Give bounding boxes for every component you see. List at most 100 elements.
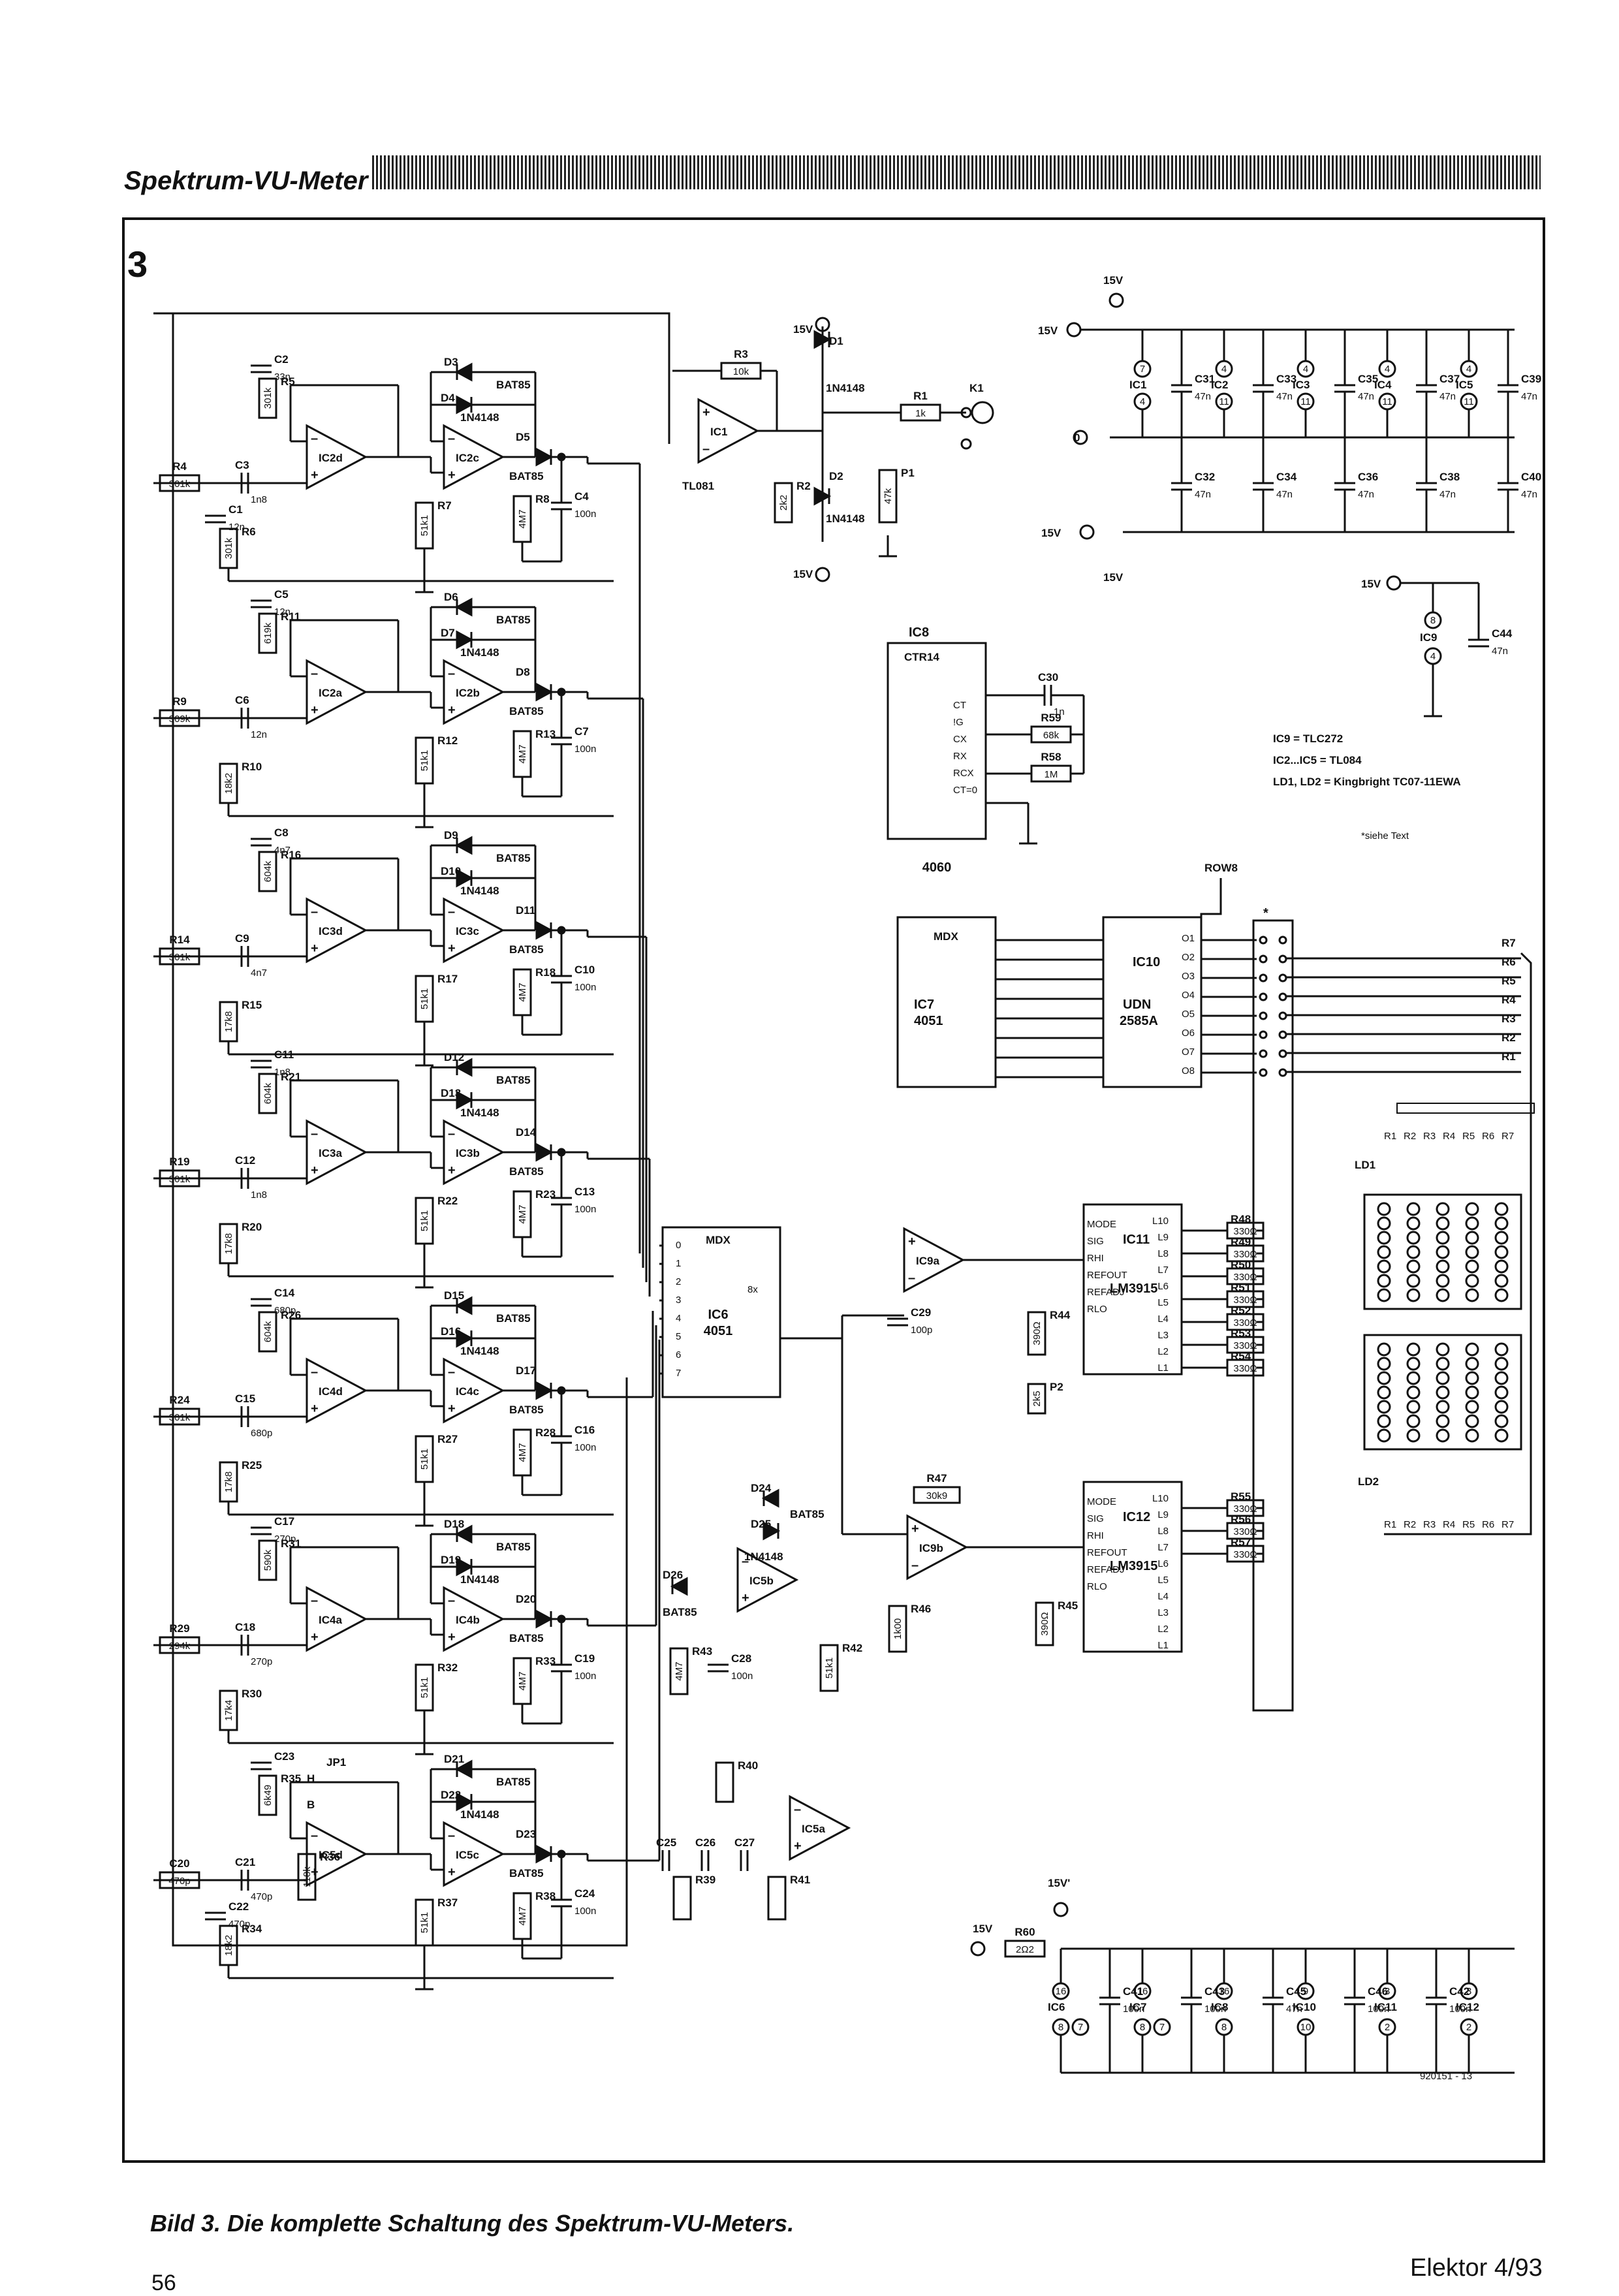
- diode-type: BAT85: [496, 614, 531, 626]
- resistor-name: R35: [281, 1772, 301, 1785]
- capacitor-value: 100n: [574, 744, 596, 755]
- led-dot: [1465, 1274, 1479, 1288]
- diode: [454, 1296, 473, 1315]
- opamp-sign: –: [794, 1802, 801, 1817]
- diode-type: BAT85: [496, 1776, 531, 1788]
- resistor-value: 301k: [169, 952, 191, 963]
- capacitor-value: 47n: [1358, 391, 1374, 402]
- capacitor-value: 680p: [251, 1428, 272, 1439]
- jp1-h: H: [307, 1772, 315, 1785]
- opamp-name: IC2b: [456, 687, 480, 699]
- ic10-part-2: 2585A: [1120, 1014, 1158, 1028]
- resistor: [878, 469, 898, 524]
- led-dot: [1494, 1231, 1509, 1245]
- lm-pin: REFADJ: [1087, 1287, 1125, 1298]
- led-dot: [1465, 1385, 1479, 1400]
- resistor-value: 18k2: [223, 773, 234, 794]
- led-dot: [1436, 1274, 1450, 1288]
- capacitor-name: C40: [1521, 471, 1541, 483]
- opamp-sign: –: [911, 1558, 919, 1573]
- terminal: [960, 438, 972, 450]
- diode-type: 1N4148: [460, 411, 499, 424]
- d26-type: BAT85: [663, 1606, 697, 1618]
- ic8-part: 4060: [922, 860, 952, 875]
- ic10-output: O7: [1182, 1046, 1195, 1058]
- led-dot: [1494, 1288, 1509, 1302]
- resistor-value: 51k1: [419, 988, 430, 1010]
- resistor-name: R1: [913, 390, 928, 402]
- ic10-output: O5: [1182, 1009, 1195, 1020]
- resistor-value: 330Ω: [1233, 1272, 1257, 1283]
- led-dot: [1494, 1414, 1509, 1428]
- terminal: [960, 407, 972, 418]
- ld2-row-pin: R2: [1404, 1519, 1416, 1530]
- led-dot: [1436, 1385, 1450, 1400]
- led-dot: [1436, 1371, 1450, 1385]
- resistor-value: 68k: [1043, 730, 1060, 741]
- resistor-value: 51k1: [419, 750, 430, 772]
- diode: [535, 447, 554, 467]
- resistor-name: R36: [320, 1851, 340, 1863]
- opamp-name: IC9b: [919, 1542, 943, 1554]
- capacitor-name: C7: [574, 725, 589, 738]
- resistor-name: R42: [842, 1642, 862, 1654]
- diode-type: BAT85: [496, 1074, 531, 1086]
- resistor: [669, 1647, 689, 1695]
- resistor-value: 4M7: [517, 1906, 528, 1925]
- ld2-row-pin: R1: [1384, 1519, 1396, 1530]
- capacitor-name: C30: [1038, 671, 1058, 684]
- resistor-name: R13: [535, 728, 556, 740]
- capacitor-name: C38: [1439, 471, 1460, 483]
- pin-circle: 16: [1056, 1986, 1067, 1997]
- pin-hole: [1278, 1068, 1287, 1077]
- capacitor-name: C25: [656, 1836, 676, 1849]
- lm-pin: RLO: [1087, 1304, 1107, 1315]
- pin-circle: 3: [1385, 1986, 1390, 1997]
- drawing-number: 920151 - 13: [1420, 2071, 1472, 2082]
- ld2-name: LD2: [1358, 1475, 1379, 1488]
- terminal: [1153, 2018, 1171, 2036]
- opamp-sign: –: [448, 905, 455, 919]
- resistor-value: 4M7: [517, 1204, 528, 1223]
- pin-circle: 11: [1382, 396, 1392, 407]
- pin-hole: [1259, 973, 1268, 983]
- terminal: [1073, 430, 1088, 445]
- ld1-row-pin: R3: [1423, 1131, 1436, 1142]
- opamp: [697, 398, 760, 464]
- led-dot: [1406, 1259, 1421, 1274]
- bar-resistor-name: R55: [1231, 1490, 1251, 1503]
- diode: [454, 836, 473, 855]
- ic8-pin: !G: [953, 717, 964, 728]
- led-dot: [1436, 1216, 1450, 1231]
- opamp-sign: +: [702, 405, 710, 420]
- resistor-value: 330Ω: [1233, 1549, 1257, 1560]
- opamp-name: IC4b: [456, 1614, 480, 1626]
- led-dot: [1465, 1428, 1479, 1443]
- terminal: [1108, 292, 1124, 308]
- opamp-name: IC1: [710, 426, 727, 438]
- opamp-sign: –: [311, 1365, 318, 1379]
- led-dot: [1494, 1202, 1509, 1216]
- lm-pin: RHI: [1087, 1253, 1104, 1264]
- ld1-row-pin: R5: [1462, 1131, 1475, 1142]
- resistor-name: R43: [692, 1645, 712, 1658]
- opamp: [306, 659, 368, 725]
- jp1-name: JP1: [326, 1756, 346, 1769]
- capacitor-value: 100n: [574, 1671, 596, 1682]
- ic-bottom-name: IC12: [1456, 2001, 1479, 2013]
- resistor-value: 301k: [169, 1412, 191, 1423]
- resistor-name: R19: [169, 1156, 189, 1168]
- resistor: [913, 1486, 961, 1504]
- capacitor-name: C43: [1204, 1985, 1225, 1998]
- resistor-name: R14: [169, 934, 190, 946]
- capacitor-value: 33n: [274, 371, 291, 383]
- capacitor-name: C22: [228, 1900, 249, 1913]
- capacitor-name: C8: [274, 826, 289, 839]
- bar-resistor-name: R48: [1231, 1213, 1251, 1225]
- ic1-supply-neg: 15V: [793, 568, 813, 580]
- pin-circle: 9: [1303, 1986, 1308, 1997]
- opamp-name: IC2d: [319, 452, 343, 464]
- capacitor-value: 47n: [1521, 489, 1537, 500]
- opamp-sign: +: [448, 1402, 456, 1416]
- capacitor-value: 47n: [1492, 646, 1508, 657]
